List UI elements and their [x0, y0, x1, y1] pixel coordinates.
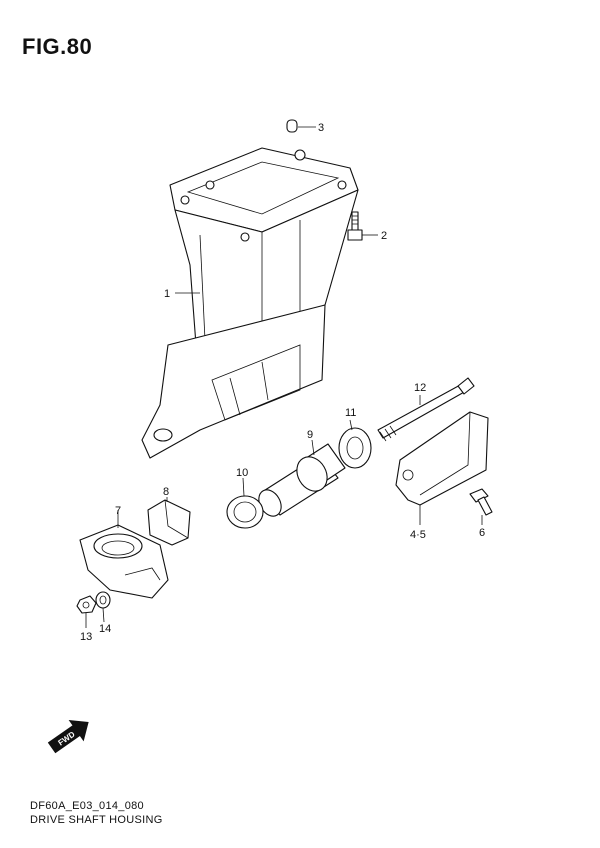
washer-part-14[interactable]: [95, 591, 111, 609]
seal-tube-part-9[interactable]: [254, 443, 346, 520]
nut-part-13[interactable]: [76, 595, 97, 614]
figure-title: FIG.80: [22, 34, 93, 59]
dowel-pin-part-3[interactable]: [286, 119, 298, 133]
callout-7: 7: [115, 505, 121, 517]
callout-4-5: 4·5: [410, 529, 426, 541]
callout-1: 1: [164, 288, 170, 300]
rubber-mount-part-8[interactable]: [147, 499, 191, 546]
callout-3: 3: [318, 122, 324, 134]
callout-2: 2: [381, 230, 387, 242]
callout-9: 9: [307, 429, 313, 441]
bolt-part-2[interactable]: [347, 211, 363, 241]
cover-plate-part-4-5[interactable]: [395, 411, 489, 506]
diagram-code: DF60A_E03_014_080: [30, 800, 144, 812]
diagram-name: DRIVE SHAFT HOUSING: [30, 814, 163, 826]
callout-6: 6: [479, 527, 485, 539]
fwd-arrow-icon: FWD: [47, 719, 89, 754]
callout-11: 11: [345, 407, 356, 419]
bolt-part-6[interactable]: [469, 488, 493, 516]
mount-bracket-part-7[interactable]: [79, 524, 169, 599]
callout-8: 8: [163, 486, 169, 498]
callout-12: 12: [414, 382, 426, 394]
callout-10: 10: [236, 467, 248, 479]
callout-14: 14: [99, 623, 111, 635]
bearing-part-11[interactable]: [338, 427, 372, 469]
long-bolt-part-12[interactable]: [377, 377, 475, 442]
callout-13: 13: [80, 631, 92, 643]
seal-ring-part-10[interactable]: [226, 495, 264, 529]
leader-lines: [85, 126, 483, 628]
drive-shaft-housing[interactable]: [141, 147, 359, 459]
callout-numbers: 3 2 1 12 11 9 10 8 7 4·5 6 13 14: [80, 122, 485, 643]
